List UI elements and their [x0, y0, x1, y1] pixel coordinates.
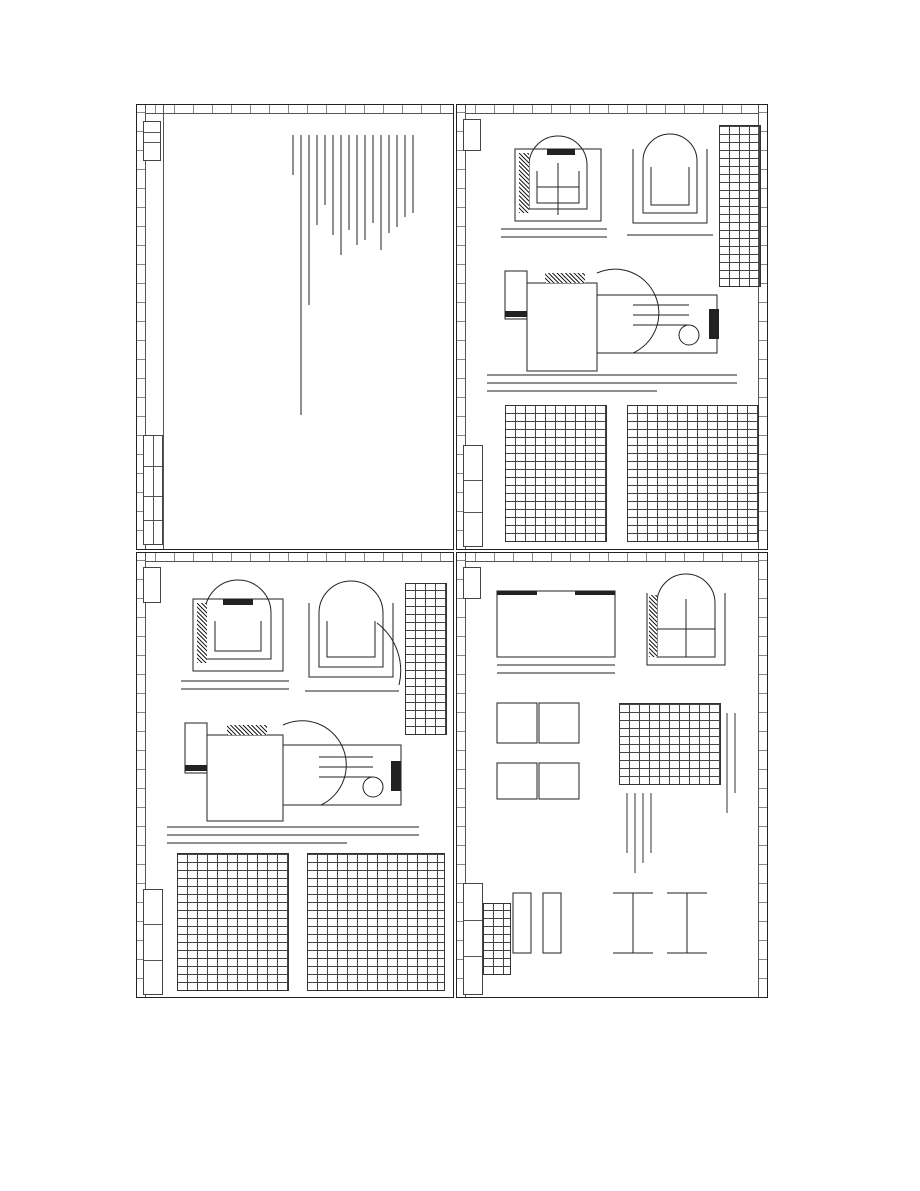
- sheet-notes-text-lines: [292, 135, 414, 415]
- sheet-section-a-table-bottom-left: [505, 405, 607, 542]
- sheet-details-title-block: [463, 883, 483, 995]
- sheet-details-table-center: [619, 703, 721, 785]
- sheet-section-a-top-ruler: [457, 105, 767, 114]
- sheet-notes-stamp: [143, 121, 161, 161]
- sheet-section-a: [456, 104, 768, 550]
- sheet-details-top-ruler: [457, 553, 767, 562]
- sheet-section-b-drawing: [167, 579, 419, 844]
- sheet-section-b-hatch-2: [227, 725, 267, 735]
- sheet-notes: [136, 104, 454, 550]
- sheet-section-b-title-block: [143, 889, 163, 995]
- sheet-section-b-hatch-1: [197, 603, 207, 663]
- sheet-details: [456, 552, 768, 998]
- sheet-notes-top-ruler: [137, 105, 453, 114]
- sheet-section-a-title-block: [463, 445, 483, 547]
- sheet-details-stamp: [463, 567, 481, 599]
- sheet-details-hatch-1: [649, 595, 657, 657]
- sheet-details-table-bottom: [483, 903, 511, 975]
- sheet-details-drawing: [496, 573, 726, 954]
- sheet-details-left-ruler: [457, 553, 466, 997]
- sheet-notes-title-block: [143, 435, 163, 545]
- sheet-section-a-drawing: [487, 133, 737, 392]
- sheet-details-notes-lines: [626, 713, 736, 873]
- sheet-section-b-top-ruler: [137, 553, 453, 562]
- sheet-details-right-ruler: [758, 553, 767, 997]
- sheet-section-a-hatch-2: [545, 273, 585, 283]
- sheet-section-b: [136, 552, 454, 998]
- sheet-section-a-left-ruler: [457, 105, 466, 549]
- sheet-section-a-hatch-1: [519, 153, 529, 213]
- sheet-notes-left-ruler: [137, 105, 146, 549]
- sheet-section-b-left-ruler: [137, 553, 146, 997]
- sheet-section-a-table-bottom-right: [627, 405, 759, 542]
- sheet-section-b-table-bottom-right: [307, 853, 445, 991]
- sheet-notes-inner-ruler: [159, 105, 164, 549]
- sheet-section-b-table-top: [405, 583, 447, 735]
- sheet-section-a-table-top: [719, 125, 761, 287]
- sheet-section-b-stamp: [143, 567, 161, 603]
- sheet-section-b-table-bottom-left: [177, 853, 289, 991]
- sheet-section-a-stamp: [463, 119, 481, 151]
- sheet-section-a-right-ruler: [758, 105, 767, 549]
